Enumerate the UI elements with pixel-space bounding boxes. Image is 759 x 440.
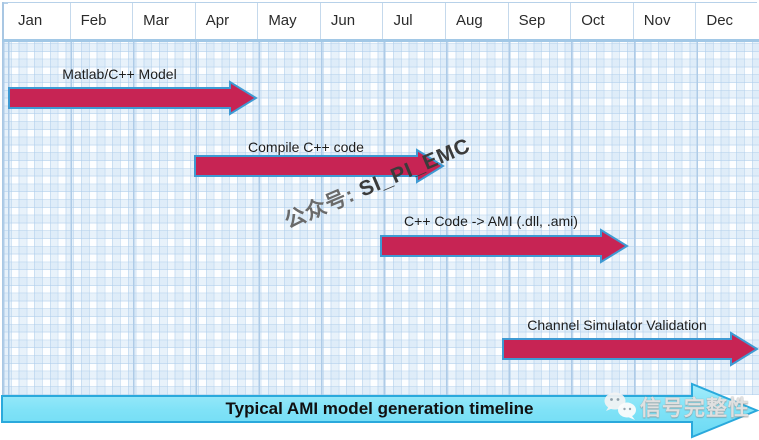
month-cell-jan: Jan — [8, 3, 71, 39]
banner-title: Typical AMI model generation timeline — [225, 398, 534, 418]
task-arrow-channel-validation — [502, 331, 759, 367]
month-cell-sep: Sep — [508, 3, 572, 39]
month-cell-mar: Mar — [133, 3, 196, 39]
month-cell-feb: Feb — [70, 3, 134, 39]
task-arrow-compile-code — [194, 148, 445, 184]
task-label-matlab-model: Matlab/C++ Model — [62, 66, 177, 82]
task-label-code-to-ami: C++ Code -> AMI (.dll, .ami) — [404, 213, 578, 229]
month-cell-aug: Aug — [446, 3, 509, 39]
month-header-row: Jan Feb Mar Apr May Jun Jul Aug Sep Oct … — [8, 3, 759, 39]
month-cell-apr: Apr — [195, 3, 259, 39]
month-cell-jul: Jul — [383, 3, 447, 39]
month-cell-may: May — [258, 3, 321, 39]
task-arrow-code-to-ami — [380, 228, 629, 264]
month-cell-oct: Oct — [571, 3, 634, 39]
wechat-icon — [604, 392, 636, 420]
month-cell-nov: Nov — [633, 3, 697, 39]
task-arrow-matlab-model — [8, 80, 258, 116]
task-label-channel-validation: Channel Simulator Validation — [527, 317, 707, 333]
banner-arrow — [1, 382, 759, 439]
header-bottom-band — [2, 38, 759, 42]
month-cell-dec: Dec — [696, 3, 759, 39]
task-label-compile-code: Compile C++ code — [248, 139, 364, 155]
month-cell-jun: Jun — [320, 3, 384, 39]
brand-watermark: 信号完整性 — [640, 397, 750, 420]
